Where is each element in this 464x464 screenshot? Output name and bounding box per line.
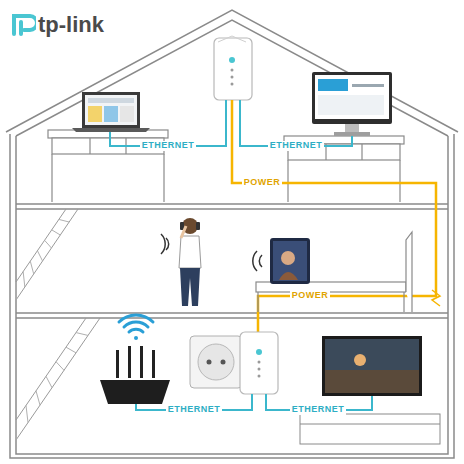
- ethernet-label: ETHERNET: [268, 141, 325, 151]
- stair-step: [56, 362, 64, 371]
- stair-step: [16, 282, 17, 300]
- monitor: [312, 72, 392, 136]
- stair-step: [76, 333, 88, 336]
- power-label: POWER: [290, 291, 331, 301]
- house-outline: [6, 10, 458, 458]
- powerline-adapter: [240, 332, 278, 394]
- stair-step: [45, 240, 52, 248]
- television: [300, 336, 440, 444]
- power-spark: [432, 290, 440, 306]
- router: [100, 346, 170, 404]
- stair-step: [36, 391, 40, 405]
- stair-step: [37, 251, 42, 261]
- ethernet-label: ETHERNET: [140, 141, 197, 151]
- ethernet-label: ETHERNET: [290, 405, 347, 415]
- logo-icon: [14, 16, 37, 34]
- wall-outlet: [190, 336, 242, 388]
- wifi-waves: [161, 234, 169, 254]
- stair-step: [23, 272, 25, 287]
- wifi-symbol: [119, 315, 153, 340]
- stair-step: [66, 347, 76, 353]
- brand-logo: tp-link: [36, 13, 106, 37]
- stairs: [16, 209, 100, 440]
- power-label: POWER: [242, 178, 283, 188]
- bed: [256, 232, 412, 312]
- tablet: [270, 238, 310, 284]
- ethernet-label: ETHERNET: [166, 405, 223, 415]
- stair-step: [46, 376, 52, 387]
- stair-step: [16, 420, 17, 440]
- power-cable: [232, 100, 436, 336]
- wifi-waves: [253, 251, 262, 271]
- person: [179, 218, 201, 306]
- stair-step: [52, 230, 61, 235]
- stair-step: [30, 261, 33, 274]
- powerline-adapter: [214, 36, 252, 100]
- stair-step: [59, 219, 69, 222]
- stair-step: [26, 405, 28, 422]
- laptop: [72, 92, 150, 132]
